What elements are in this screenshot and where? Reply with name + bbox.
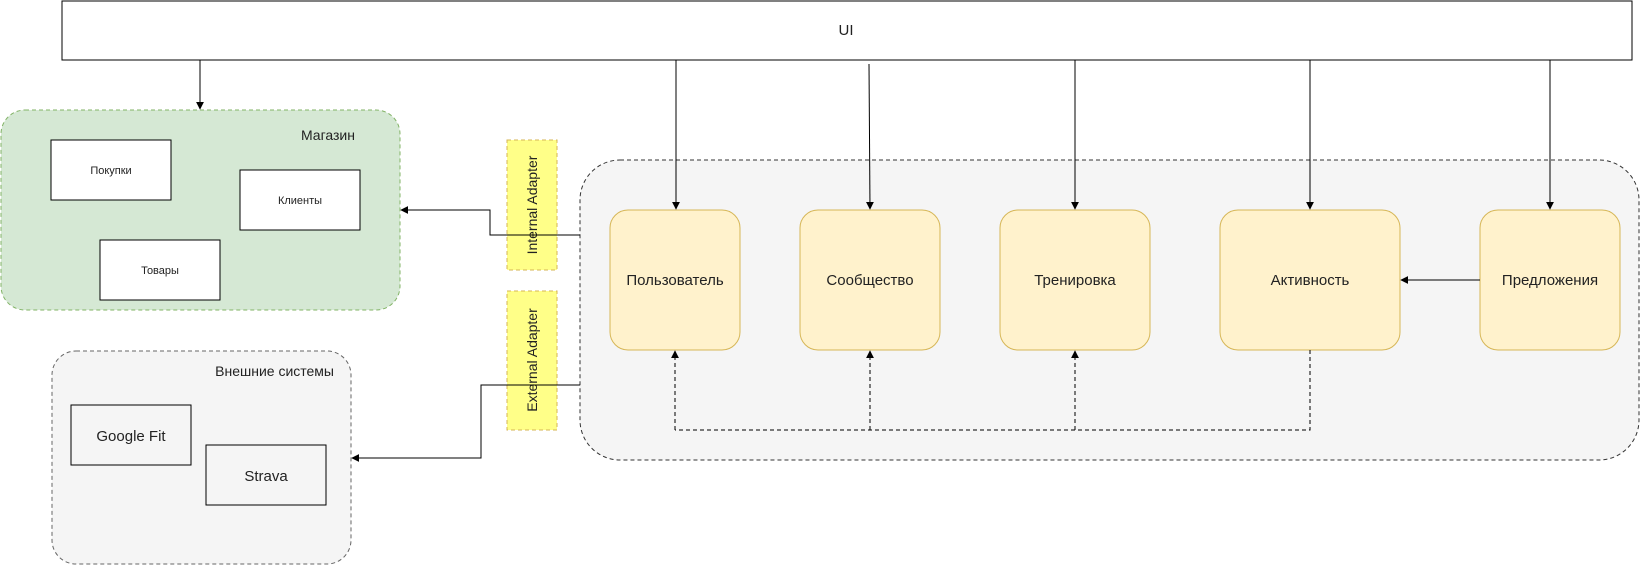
external-box-googlefit [70,404,192,466]
external-container: Внешние системы Google Fit Strava [51,350,352,565]
store-item-clients: Клиенты [278,195,322,207]
store-title: Магазин [301,127,355,143]
external-item-googlefit: Google Fit [96,428,166,445]
external-box-strava [205,444,327,506]
store-box-clients [239,169,361,231]
store-box-purchases [50,139,172,201]
service-training: Тренировка [999,209,1151,351]
external-title: Внешние системы [215,363,334,379]
service-offers: Предложения [1479,209,1621,351]
store-item-goods: Товары [141,265,179,277]
external-adapter: External Adapter [506,290,558,431]
store-box-goods [99,239,221,301]
store-item-purchases: Покупки [90,165,131,177]
feedback-line [675,350,1311,431]
external-adapter-label: External Adapter [524,308,540,412]
internal-adapter: Internal Adapter [506,139,558,271]
activity-feedback-arrows [671,350,1311,431]
service-community: Сообщество [799,209,941,351]
adapter-arrows [351,206,580,462]
arrow-internal-store [400,206,580,236]
ui-label: UI [839,22,854,39]
service-community-label: Сообщество [826,272,913,289]
internal-adapter-label: Internal Adapter [524,155,540,254]
service-offers-label: Предложения [1502,272,1598,289]
arrow-external-systems [351,384,580,462]
service-activity: Активность [1219,209,1401,351]
service-activity-label: Активность [1271,272,1350,289]
external-item-strava: Strava [244,468,288,485]
service-training-label: Тренировка [1034,272,1116,289]
service-user: Пользователь [609,209,741,351]
service-user-label: Пользователь [626,272,724,289]
ui-arrows [196,60,1554,210]
ui-bar: UI [61,0,1633,61]
store-container: Магазин Покупки Клиенты Товары [0,109,401,311]
arrow-ui-community [865,63,874,210]
